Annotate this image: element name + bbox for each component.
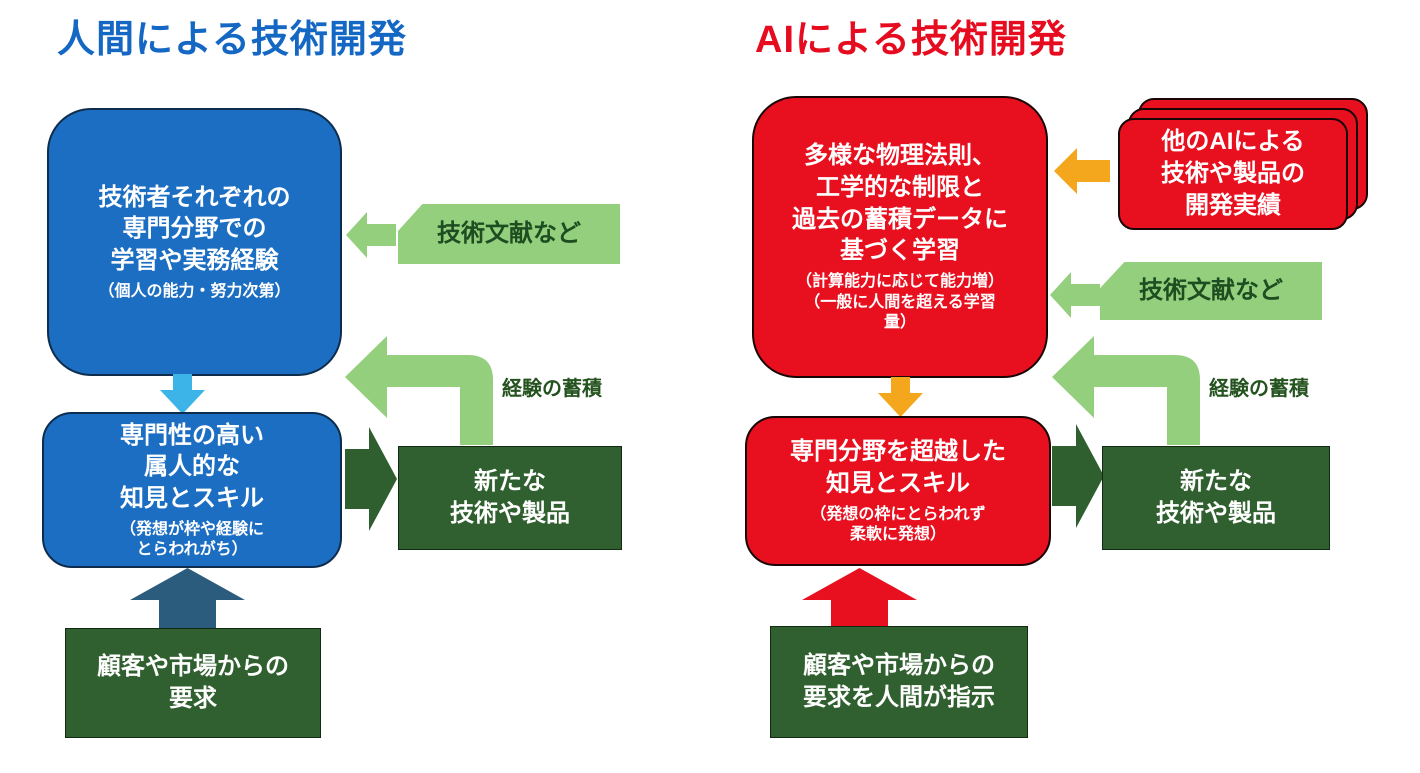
ai-learning-subtext: （計算能力に応じて能力増） （一般に人間を超える学習 量）: [795, 273, 1004, 332]
ai-knowledge-subtext: （発想の枠にとらわれず 柔軟に発想）: [810, 505, 986, 544]
ai-demand-text: 顧客や市場からの 要求を人間が指示: [803, 652, 995, 711]
human-demand-box: 顧客や市場からの 要求: [65, 628, 321, 738]
ai-learning-box: 多様な物理法則、 工学的な制限と 過去の蓄積データに 基づく学習 （計算能力に応…: [752, 96, 1048, 378]
ai-product-text: 新たな 技術や製品: [1156, 468, 1276, 527]
human-product-box: 新たな 技術や製品: [398, 446, 622, 550]
human-learning-text: 技術者それぞれの 専門分野での 学習や実務経験: [98, 183, 291, 275]
human-knowledge-text: 専門性の高い 属人的な 知見とスキル: [120, 421, 264, 512]
human-literature-left-arrow-icon: [346, 212, 396, 258]
ai-panel-title: AIによる技術開発: [755, 19, 1067, 61]
ai-learning-text: 多様な物理法則、 工学的な制限と 過去の蓄積データに 基づく学習: [792, 142, 1008, 265]
other-ai-stack: 他のAIによる 技術や製品の 開発実績: [1118, 98, 1370, 232]
ai-experience-feedback-arrow-icon: [1052, 336, 1200, 445]
human-demand-up-arrow-icon: [130, 568, 245, 628]
human-literature-box: 技術文献など: [398, 204, 620, 264]
human-panel-title: 人間による技術開発: [57, 19, 407, 61]
human-learning-subtext: （個人の能力・努力次第）: [98, 282, 291, 300]
human-knowledge-subtext: （発想が枠や経験に とらわれがち）: [119, 520, 264, 558]
human-literature-text: 技術文献など: [437, 220, 581, 248]
human-demand-text: 顧客や市場からの 要求: [97, 653, 289, 712]
human-output-right-arrow-icon: [345, 427, 397, 531]
ai-literature-box: 技術文献など: [1100, 262, 1322, 320]
ai-other-input-left-arrow-icon: [1054, 148, 1110, 194]
ai-literature-left-arrow-icon: [1050, 272, 1100, 318]
ai-demand-up-arrow-icon: [802, 568, 917, 628]
ai-literature-text: 技術文献など: [1139, 277, 1283, 305]
human-knowledge-box: 専門性の高い 属人的な 知見とスキル （発想が枠や経験に とらわれがち）: [42, 412, 342, 568]
human-down-arrow-icon: [160, 374, 205, 414]
other-ai-box: 他のAIによる 技術や製品の 開発実績: [1118, 118, 1348, 230]
human-experience-label: 経験の蓄積: [502, 378, 602, 400]
ai-experience-label: 経験の蓄積: [1209, 378, 1309, 400]
human-learning-box: 技術者それぞれの 専門分野での 学習や実務経験 （個人の能力・努力次第）: [47, 108, 342, 376]
human-product-text: 新たな 技術や製品: [450, 468, 570, 527]
human-experience-feedback-arrow-icon: [345, 336, 493, 445]
other-ai-text: 他のAIによる 技術や製品の 開発実績: [1161, 128, 1305, 219]
ai-product-box: 新たな 技術や製品: [1102, 446, 1330, 550]
ai-knowledge-box: 専門分野を超越した 知見とスキル （発想の枠にとらわれず 柔軟に発想）: [745, 416, 1051, 566]
ai-knowledge-text: 専門分野を超越した 知見とスキル: [790, 438, 1006, 498]
ai-demand-box: 顧客や市場からの 要求を人間が指示: [770, 626, 1028, 738]
ai-output-right-arrow-icon: [1052, 424, 1104, 528]
ai-down-arrow-icon: [878, 377, 923, 417]
